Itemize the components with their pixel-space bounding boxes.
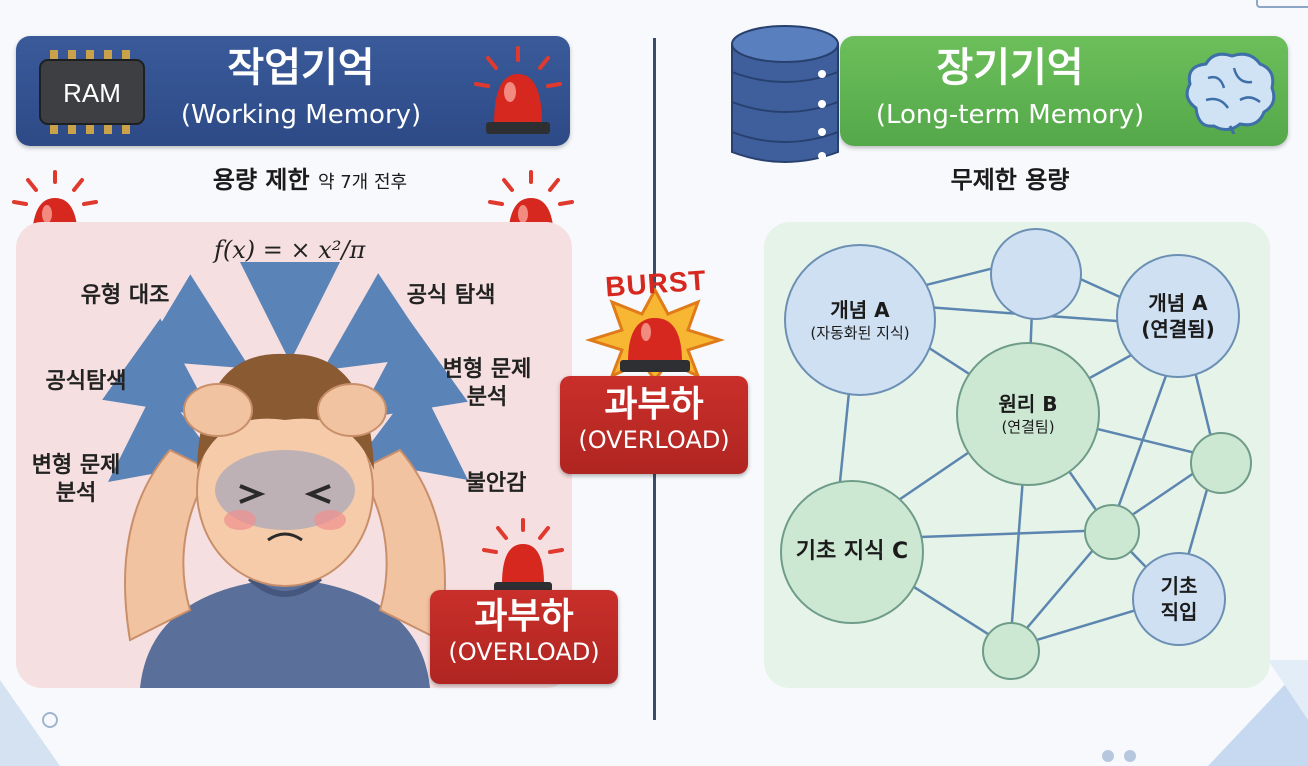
working-memory-banner: RAM 작업기억 (Working Memory) [16, 36, 570, 146]
siren-icon [474, 46, 562, 134]
working-memory-title: 작업기억 [227, 45, 375, 91]
node-title: 개념 A [830, 298, 890, 322]
overload-box-bottom: 과부하 (OVERLOAD) [430, 590, 618, 684]
arrow-group [102, 262, 469, 482]
corner-decoration [0, 680, 60, 766]
node-title: 기초 [1160, 574, 1198, 598]
label-line: 변형 문제 [31, 453, 121, 478]
node-small [982, 622, 1040, 680]
capacity-small: 약 7개 전후 [317, 172, 408, 193]
capacity-bold: 용량 제한 [212, 166, 310, 194]
node-title: 개념 A [1148, 291, 1208, 315]
burst-icon [584, 286, 726, 380]
siren-icon [482, 518, 564, 592]
formula: f(x) = × x²/π [214, 236, 374, 264]
label-line: 분석 [466, 385, 508, 410]
label-variation-right: 변형 문제 분석 [422, 356, 552, 412]
stressed-student-icon [124, 353, 446, 688]
ram-chip-icon: RAM [39, 50, 145, 134]
working-capacity: 용량 제한 약 7개 전후 [170, 160, 450, 195]
longterm-memory-banner: 장기기억 (Long-term Memory) [840, 36, 1288, 146]
node-sub: 직입 [1160, 600, 1198, 624]
label-line: 변형 문제 [442, 357, 532, 382]
arrow-icon [107, 382, 218, 482]
ram-label: RAM [63, 78, 121, 108]
node-concept-a-linked: 개념 A (연결됨) [1116, 254, 1240, 378]
working-memory-subtitle: (Working Memory) [180, 100, 422, 130]
database-icon [731, 25, 839, 163]
longterm-memory-title: 장기기억 [936, 45, 1084, 91]
node-sub: (자동화된 지식) [810, 324, 910, 342]
node-small [1190, 432, 1252, 494]
corner-decoration [1256, 0, 1308, 8]
node-principle-b: 원리 B (연결팀) [956, 342, 1100, 486]
label-line: 분석 [55, 481, 97, 506]
label-formula-search: 공식 탐색 [406, 283, 496, 308]
formula-text: f(x) = × x²/π [214, 236, 366, 264]
overload-title: 과부하 [474, 596, 574, 637]
node-small [990, 228, 1082, 320]
brain-icon [1185, 52, 1276, 134]
longterm-capacity: 무제한 용량 [950, 166, 1070, 194]
label-anxiety: 불안감 [465, 471, 527, 496]
overload-sub: (OVERLOAD) [448, 638, 600, 666]
overload-title: 과부하 [604, 384, 704, 425]
node-title: 기초 지식 C [795, 539, 909, 564]
node-small [1084, 504, 1140, 560]
label-type-contrast: 유형 대조 [80, 283, 170, 308]
overload-sub: (OVERLOAD) [578, 426, 730, 454]
corner-decoration [1208, 660, 1308, 766]
label-formula-search-left: 공식탐색 [45, 369, 127, 394]
node-basic-entry: 기초 직입 [1132, 552, 1226, 646]
dot-decoration [1124, 750, 1136, 762]
node-basic-c: 기초 지식 C [780, 480, 924, 624]
arrow-icon [358, 380, 469, 480]
dot-decoration [1102, 750, 1114, 762]
overload-box-center: 과부하 (OVERLOAD) [560, 376, 748, 474]
node-title: 원리 B [998, 392, 1058, 416]
node-concept-a-auto: 개념 A (자동화된 지식) [784, 244, 936, 396]
node-sub: (연결팀) [1001, 418, 1055, 436]
label-variation-left: 변형 문제 분석 [16, 452, 136, 508]
longterm-memory-subtitle: (Long-term Memory) [875, 100, 1145, 130]
node-sub: (연결됨) [1141, 317, 1215, 341]
